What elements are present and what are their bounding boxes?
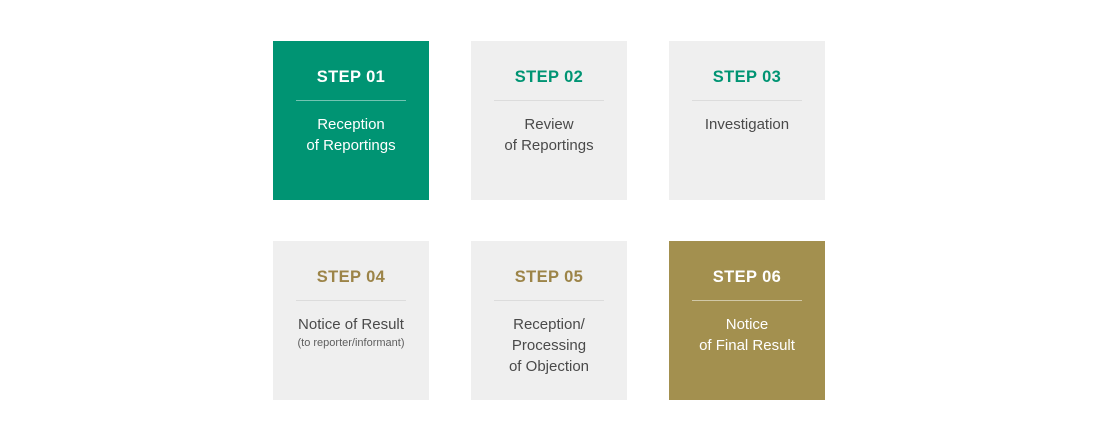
step-divider [692,299,802,301]
step-label: STEP 02 [514,68,584,86]
step-card-04[interactable]: STEP 04 Notice of Result (to reporter/in… [273,241,429,400]
step-title: Notice of Final Result [699,315,795,354]
step-divider [692,99,802,101]
step-title: Notice of Result [298,315,404,333]
step-label: STEP 01 [316,68,386,86]
step-divider [494,99,604,101]
step-card-05[interactable]: STEP 05 Reception/ Processing of Objecti… [471,241,627,400]
step-label: STEP 05 [514,268,584,286]
step-divider [296,99,406,101]
step-divider [296,299,406,301]
step-card-03[interactable]: STEP 03 Investigation [669,41,825,200]
step-divider [494,299,604,301]
step-title: Reception/ Processing of Objection [508,315,590,375]
step-title: Review of Reportings [504,115,594,154]
step-label: STEP 03 [712,68,782,86]
step-title: Investigation [704,115,790,133]
step-card-06[interactable]: STEP 06 Notice of Final Result [669,241,825,400]
step-card-grid: STEP 01 Reception of Reportings STEP 02 … [273,41,825,400]
step-title: Reception of Reportings [306,115,396,154]
step-card-02[interactable]: STEP 02 Review of Reportings [471,41,627,200]
step-subtitle: (to reporter/informant) [297,336,405,349]
step-card-01[interactable]: STEP 01 Reception of Reportings [273,41,429,200]
step-label: STEP 06 [712,268,782,286]
step-label: STEP 04 [316,268,386,286]
